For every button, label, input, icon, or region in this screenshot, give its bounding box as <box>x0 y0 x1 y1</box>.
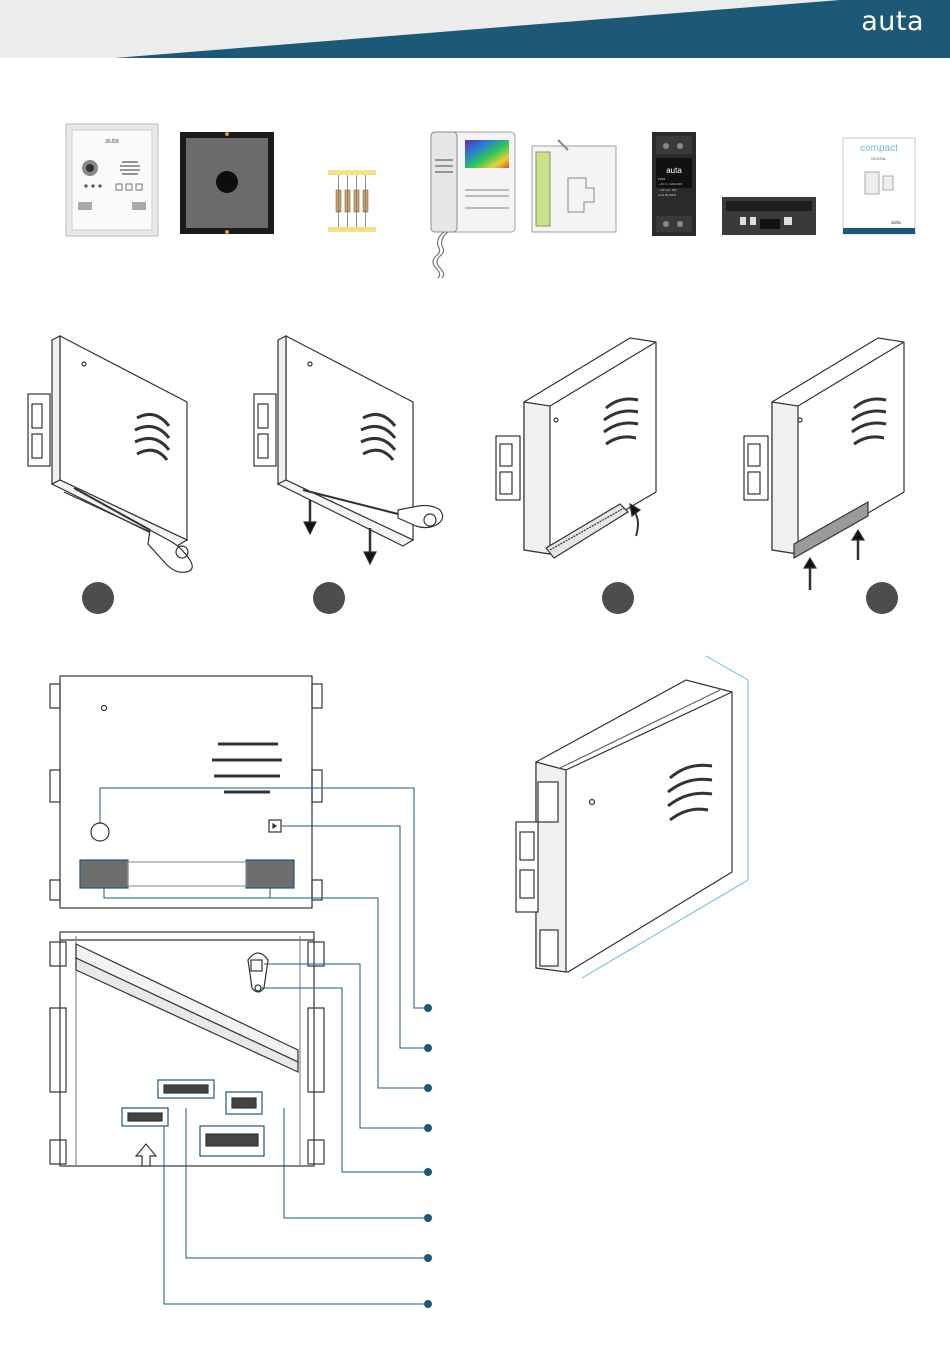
product-blank-cover <box>180 132 274 234</box>
step-3-marker <box>602 582 634 614</box>
step-1-illustration <box>22 330 202 575</box>
callout-dot-6 <box>424 1214 432 1222</box>
module-3d-view <box>510 650 770 990</box>
product-outdoor-panel: auta <box>66 124 158 236</box>
product-video-monitor <box>425 130 517 278</box>
step-4-marker <box>866 582 898 614</box>
psu-spec-line-1: FD63 <box>658 177 665 181</box>
callout-dot-7 <box>424 1254 432 1262</box>
product-manual: compact DIGITAL auta <box>843 138 915 234</box>
callout-dot-1 <box>424 1004 432 1012</box>
psu-brand-label: auta <box>650 166 698 175</box>
step-2-marker <box>313 582 345 614</box>
step-3-illustration <box>490 332 670 572</box>
manual-subtitle: DIGITAL <box>843 156 915 161</box>
psu-spec-line-2: ~ AC in: 120-230V <box>658 182 682 186</box>
product-wall-bracket <box>528 138 620 234</box>
step-4-illustration <box>738 332 908 594</box>
product-terminal-module <box>722 195 816 237</box>
manual-brand: auta <box>891 220 901 226</box>
callout-dot-3 <box>424 1084 432 1092</box>
panel-brand-label: auta <box>66 138 158 145</box>
brand-logo: auta <box>861 6 924 37</box>
step-1-marker <box>82 582 114 614</box>
callout-dot-8 <box>424 1300 432 1308</box>
step-2-illustration <box>248 330 448 575</box>
front-view-diagram <box>48 674 328 914</box>
callout-dot-2 <box>424 1044 432 1052</box>
header-banner: auta <box>0 0 950 60</box>
product-power-supply: auta FD63 ~ AC in: 120-230V ~ DC out: 18… <box>650 132 698 236</box>
callout-dot-5 <box>424 1168 432 1176</box>
product-resistors <box>328 170 376 232</box>
callout-dot-4 <box>424 1124 432 1132</box>
header-shape <box>0 0 950 60</box>
psu-spec-line-4: 0.1A 60-80Hz <box>658 193 676 197</box>
back-view-diagram <box>48 930 328 1170</box>
manual-title: compact <box>843 143 915 154</box>
psu-spec-line-3: ~ DC out: 18V <box>658 188 677 192</box>
